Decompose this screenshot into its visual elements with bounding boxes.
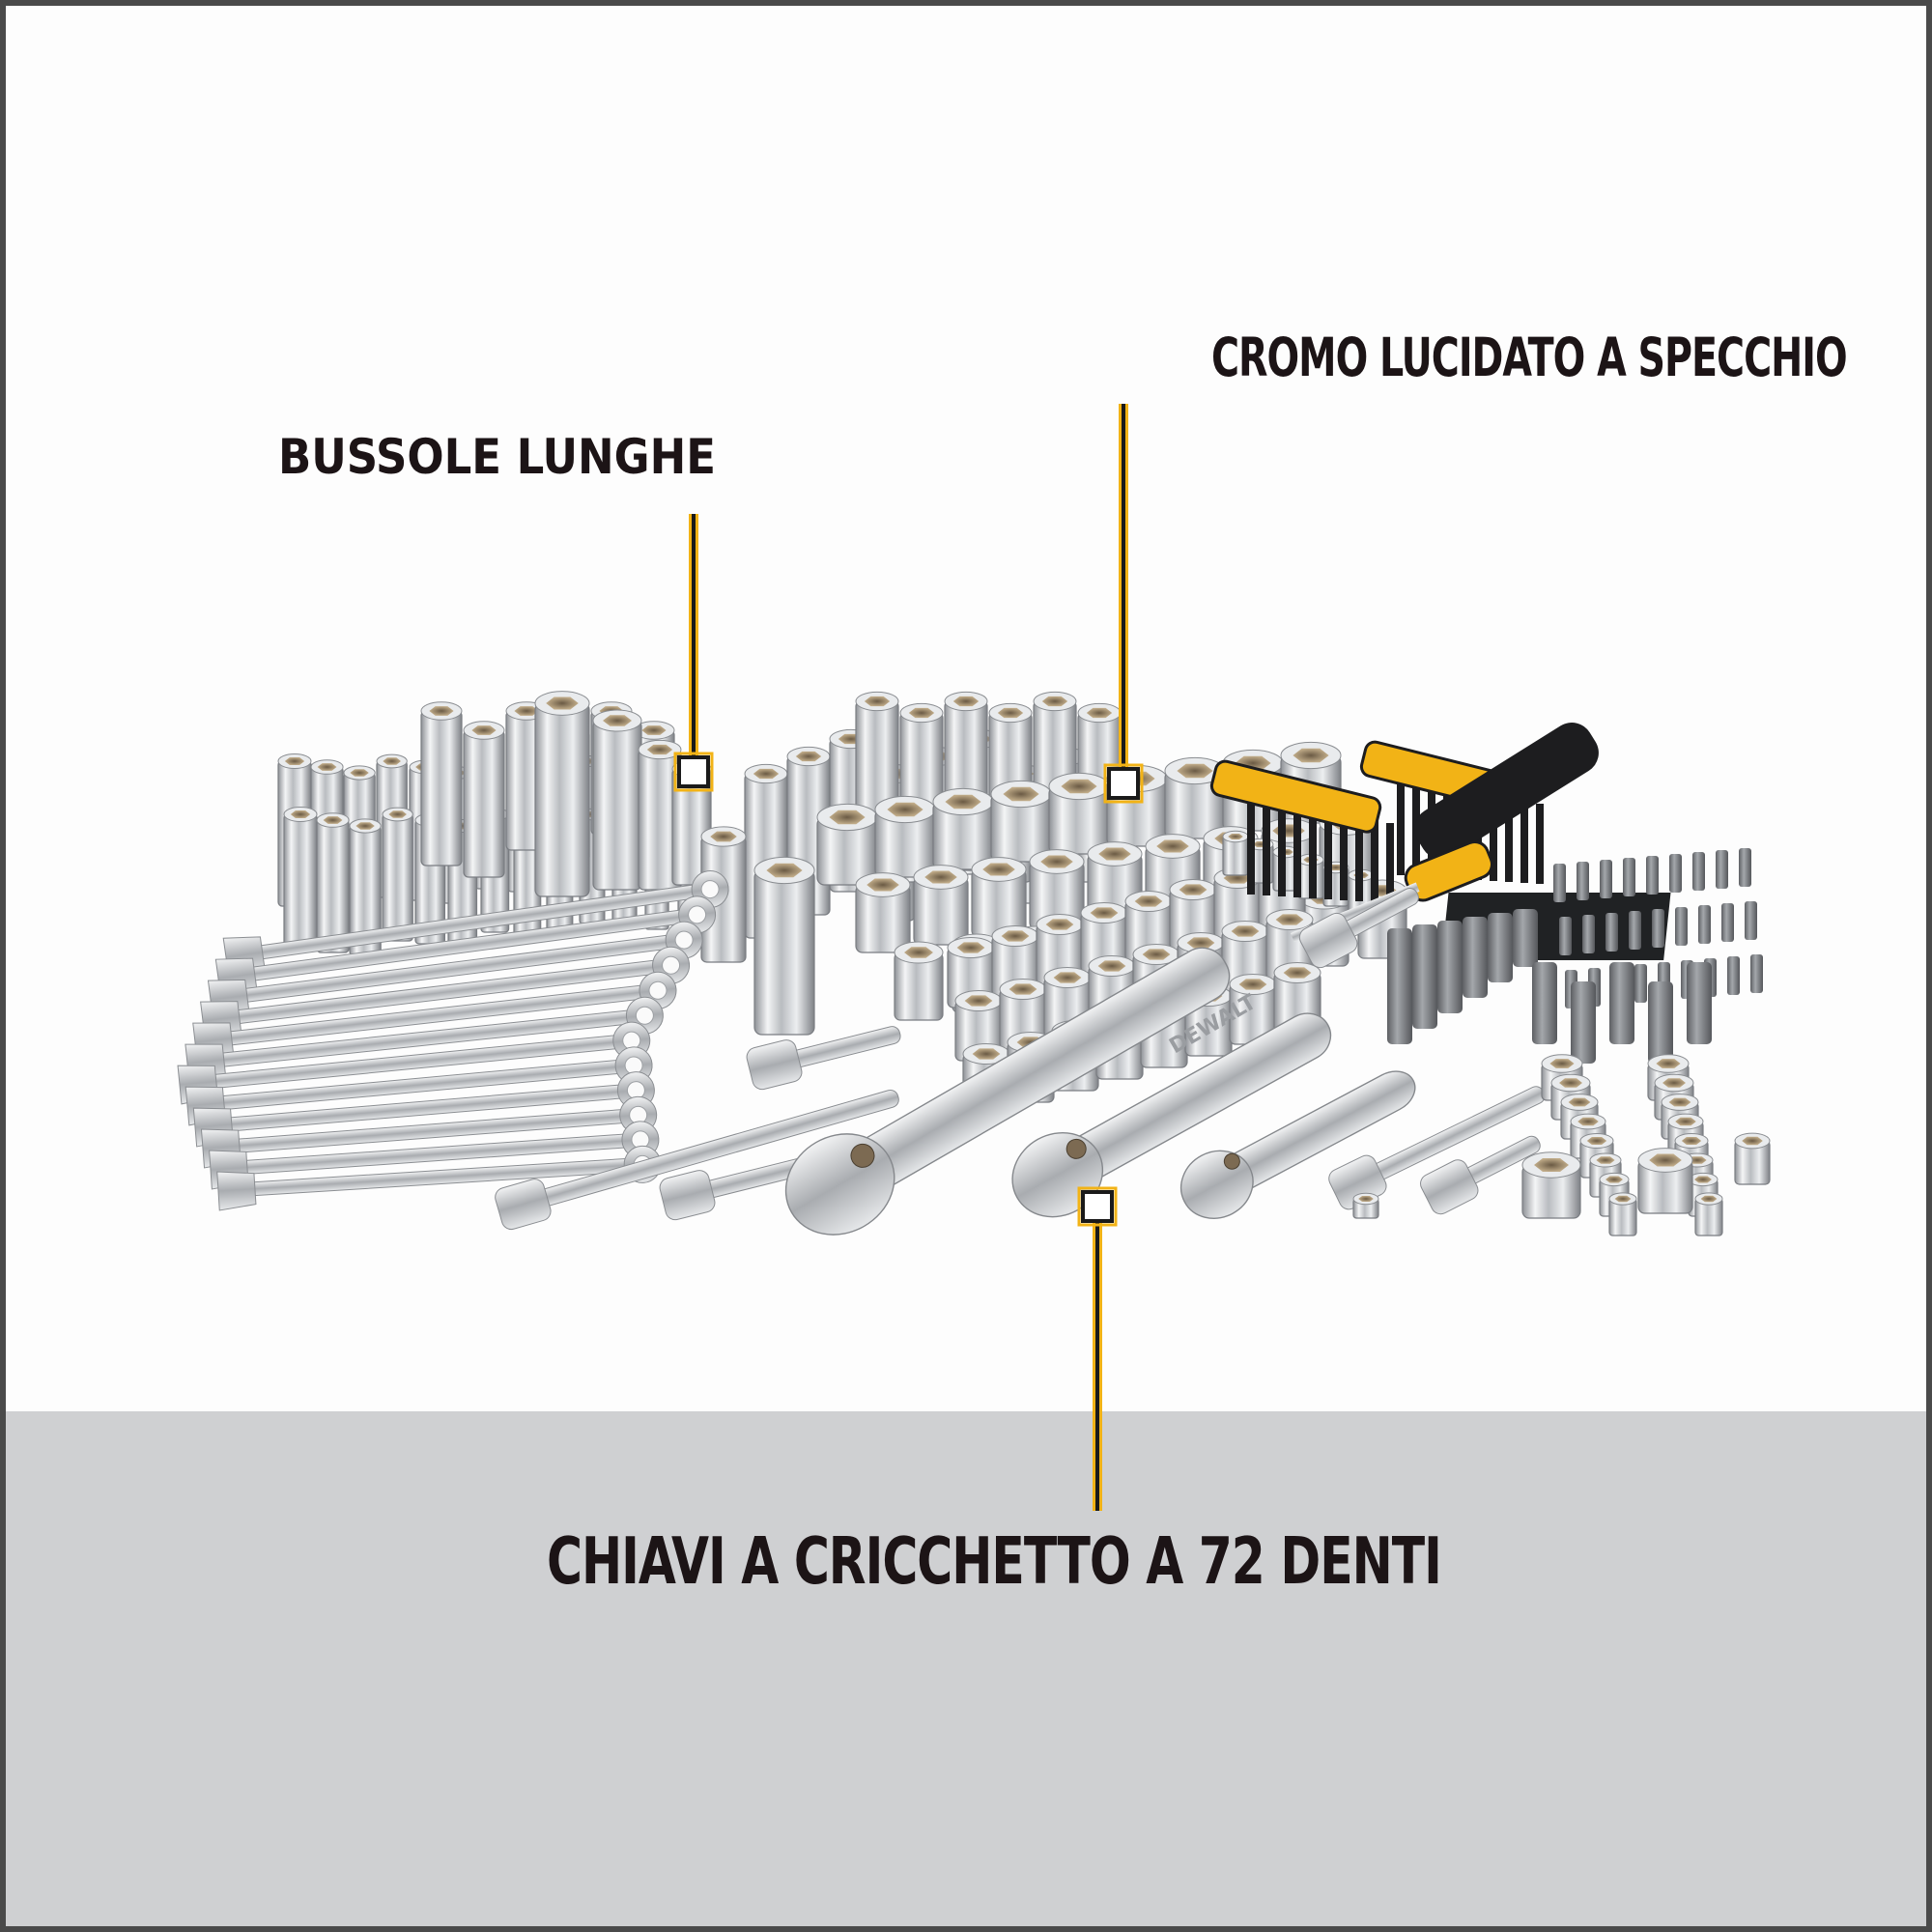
extension-bar [495,1089,899,1231]
socket [971,857,1027,938]
screwdriver-bit [1669,854,1682,893]
bits-group [1387,848,1763,1064]
deep-socket [463,721,505,878]
hex-key-sets-group [1209,723,1599,943]
deep-socket [592,709,642,891]
callout-marker [677,755,710,788]
nut-driver [1648,981,1673,1064]
screwdriver-bit [1646,856,1659,895]
screwdriver-bit [1750,954,1763,993]
tool-set-photo: DEWALT [177,404,1771,1511]
socket [1222,830,1249,876]
callout-marker [1081,1190,1114,1223]
socket [855,872,911,953]
combination-wrenches-group [177,870,729,1211]
nut-driver [1412,924,1437,1029]
screwdriver-bit [1692,852,1705,891]
screwdriver-bit [1652,909,1664,948]
screwdriver-bit [1727,956,1740,995]
adapter [1352,1192,1379,1219]
callout-line-cromo [1103,404,1144,804]
callout-marker [1107,767,1140,800]
deep-socket [316,812,350,953]
deep-socket [283,807,318,951]
callout-line-chiavi [1077,1186,1118,1511]
socket [913,865,969,946]
screwdriver-bit [1605,913,1618,952]
callout-label-cromo-lucidato: CROMO LUCIDATO A SPECCHIO [1211,327,1848,389]
ratchet [1179,1070,1416,1219]
deep-socket [382,807,413,942]
screwdriver-bit [1675,907,1688,946]
small-sockets-group [1352,1054,1771,1236]
screwdriver-bit [1721,903,1734,942]
hex-key-set [1209,759,1394,903]
screwdriver-bit [1582,915,1595,953]
extension-bar [1298,888,1419,969]
small-socket [1637,1148,1693,1214]
socket [816,803,878,886]
socket [894,941,944,1021]
callout-label-chiavi-cricchetto: CHIAVI A CRICCHETTO A 72 DENTI [547,1524,1442,1600]
deep-socket [420,701,463,867]
screwdriver-bit [1553,864,1566,902]
nut-driver [1463,917,1488,998]
socket [1029,849,1085,930]
floor-band [6,1411,1926,1926]
ratchet [784,947,1231,1236]
small-socket [1694,1192,1723,1236]
screwdriver-bit [1739,848,1751,887]
nut-driver [1687,962,1712,1044]
small-socket [1608,1192,1637,1236]
callout-line-bussole [673,514,714,792]
nut-driver [1571,981,1596,1064]
deep-socket [638,739,682,891]
nut-driver [1488,913,1513,982]
callout-lines-group [673,404,1144,1511]
adapter [1734,1132,1771,1185]
socket [932,787,994,870]
extension-bar [746,1026,901,1091]
socket [991,924,1039,997]
socket [990,780,1052,863]
screwdriver-bit [1698,905,1711,944]
screwdriver-bit [1600,860,1612,898]
screwdriver-bit-holder [1291,723,1599,943]
small-socket [1521,1151,1581,1219]
nut-driver [1532,962,1557,1044]
screwdriver-bit [1745,901,1757,940]
nut-driver [1609,962,1634,1044]
socket [1164,756,1226,839]
nut-driver [1437,921,1463,1013]
screwdriver-bit [1629,911,1641,950]
socket [1048,772,1110,855]
callout-label-bussole-lunghe: BUSSOLE LUNGHE [278,429,716,485]
screwdriver-bit [1634,964,1647,1003]
deep-socket [534,691,590,897]
extension-bar [1420,1135,1541,1215]
screwdriver-bit [1623,858,1635,896]
nut-driver [1387,928,1412,1044]
socket [874,795,936,878]
nut-driver [1513,909,1538,967]
deep-socket [349,818,382,956]
screwdriver-bit [1716,850,1728,889]
screwdriver-bit [1577,862,1589,900]
deep-socket [753,856,815,1036]
screwdriver-bit [1559,917,1572,955]
